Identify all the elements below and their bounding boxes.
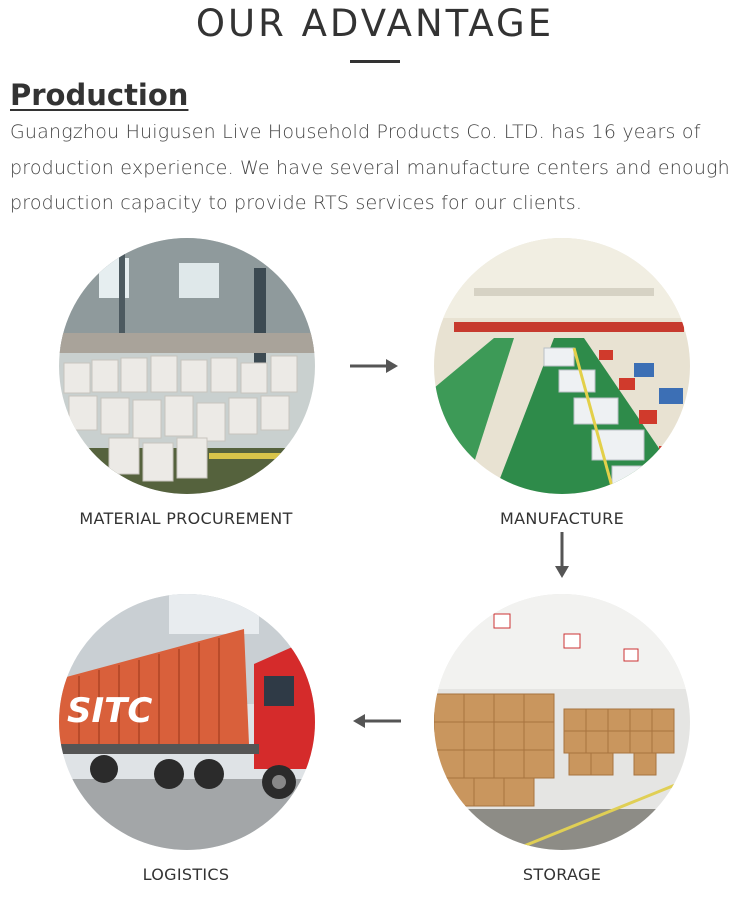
manufacture-photo [434,238,690,494]
caption-manufacture: MANUFACTURE [499,509,624,528]
arrow-down-icon [552,532,572,585]
section-heading: Production [10,78,189,112]
caption-material-procurement: MATERIAL PROCUREMENT [79,509,293,528]
title-underline [350,60,400,63]
arrow-left-icon [351,711,401,736]
logistics-photo: SITC [59,594,315,850]
material-procurement-photo [59,238,315,494]
intro-paragraph: Guangzhou Huigusen Live Household Produc… [10,121,730,214]
storage-photo [434,594,690,850]
container-sitc-text: SITC [67,691,152,731]
arrow-right-icon [350,356,400,381]
caption-logistics: LOGISTICS [142,865,230,884]
caption-storage: STORAGE [522,865,602,884]
page-title: OUR ADVANTAGE [195,2,555,45]
